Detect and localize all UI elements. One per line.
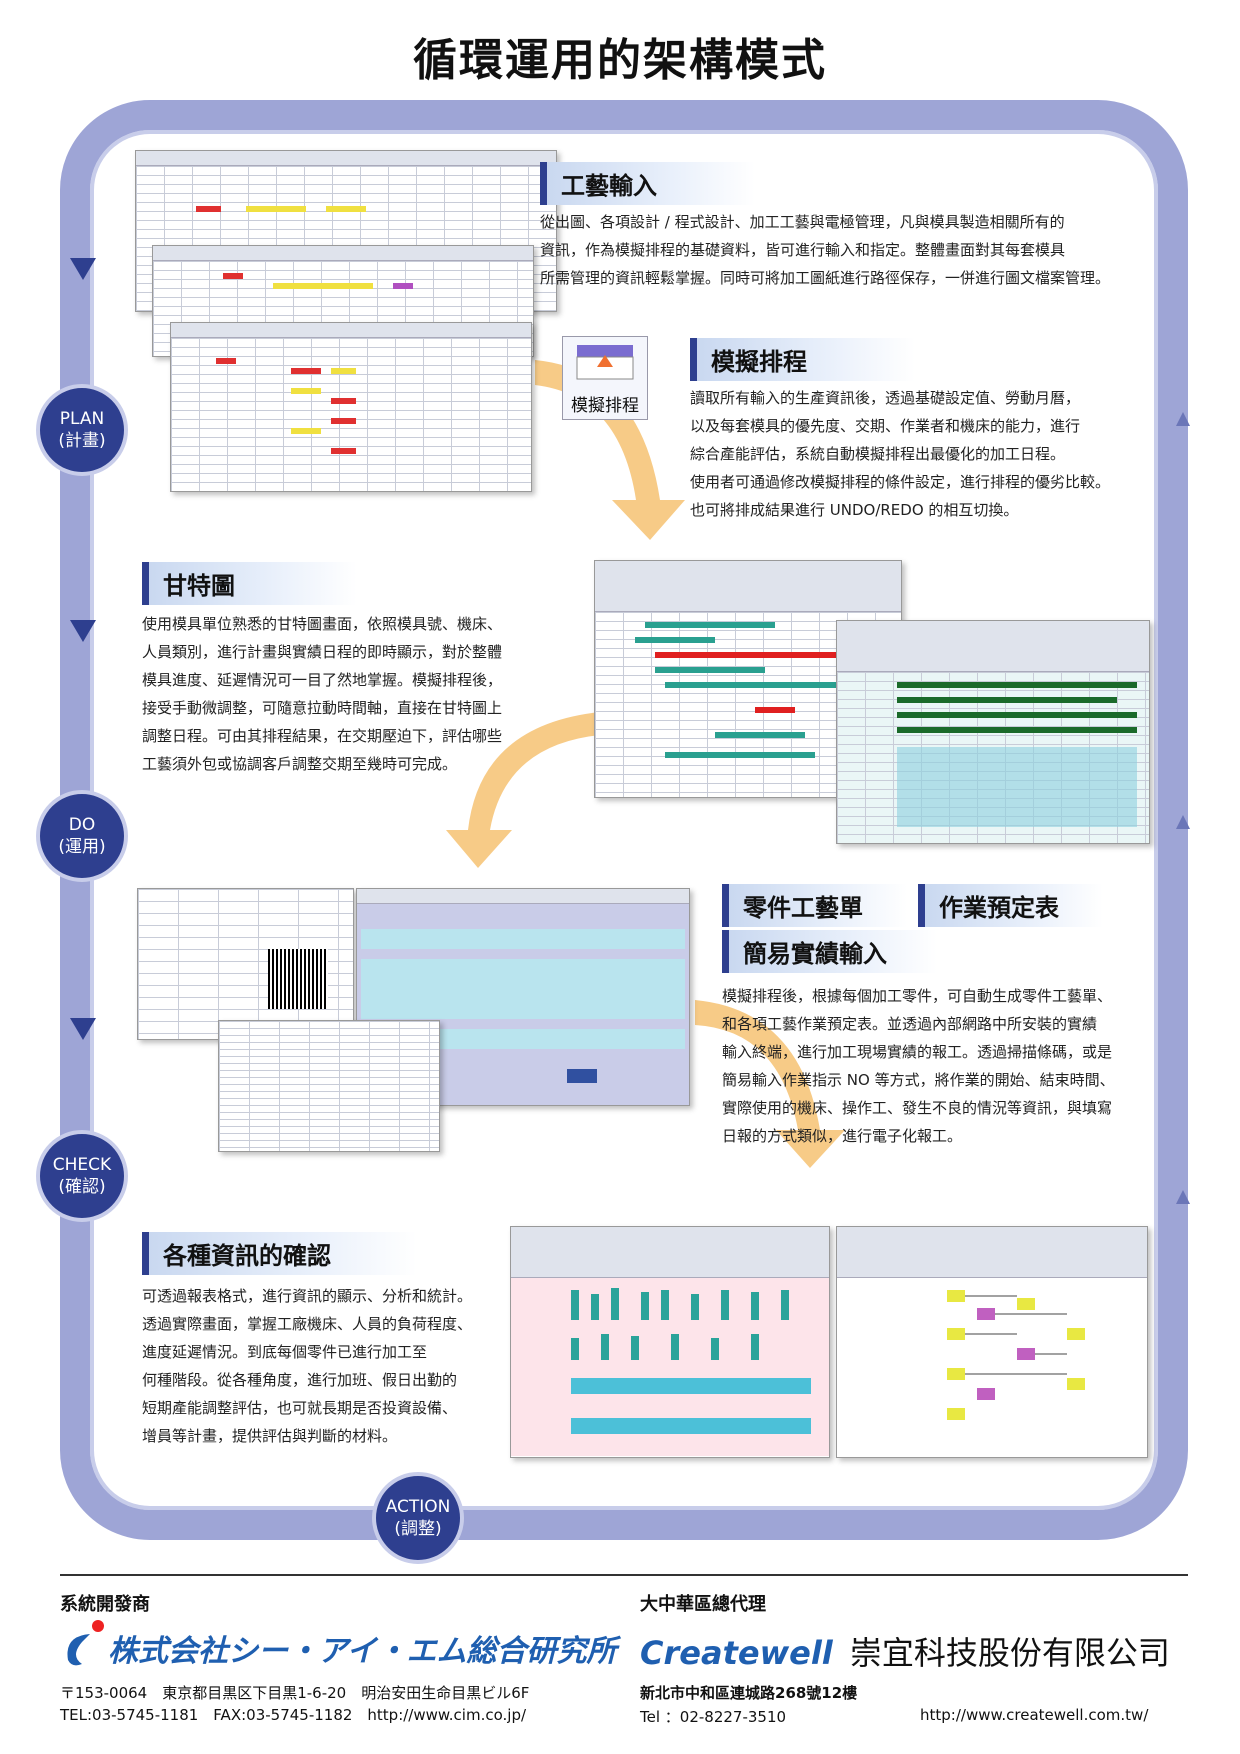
screenshot-work-schedule xyxy=(218,1020,440,1152)
text-line: 可透過報表格式，進行資訊的顯示、分析和統計。 xyxy=(142,1287,473,1305)
text-line: 資訊，作為模擬排程的基礎資料，皆可進行輸入和指定。整體畫面對其每套模具 xyxy=(540,241,1066,259)
phase-action-sub: (調整) xyxy=(394,1519,442,1539)
text-line: 調整日程。可由其排程結果，在交期壓迫下，評估哪些 xyxy=(142,727,503,745)
agent-url[interactable]: http://www.createwell.com.tw/ xyxy=(920,1706,1149,1724)
cycle-up-arrow xyxy=(1176,815,1190,829)
agent-tel: Tel ：02-8227-3510 xyxy=(640,1708,787,1726)
cycle-up-arrow xyxy=(1176,412,1190,426)
text-parts: 模擬排程後，根據每個加工零件，可自動生成零件工藝單、 和各項工藝作業預定表。並透… xyxy=(722,982,1115,1150)
text-line: 增員等計畫，提供評估與判斷的材料。 xyxy=(142,1427,398,1445)
text-line: 何種階段。從各種角度，進行加班、假日出勤的 xyxy=(142,1371,458,1389)
flow-arrow-gantt xyxy=(446,712,600,868)
text-line: 讀取所有輸入的生產資訊後，透過基礎設定值、勞動月曆， xyxy=(690,389,1081,407)
text-line: 以及每套模具的優先度、交期、作業者和機床的能力，進行 xyxy=(690,417,1081,435)
text-line: 工藝須外包或協調客戶調整交期至幾時可完成。 xyxy=(142,755,458,773)
text-line: 進度延遲情況。到底每個零件已進行加工至 xyxy=(142,1343,428,1361)
agent-address: 新北市中和區連城路268號12樓 xyxy=(640,1684,858,1702)
text-line: 使用者可通過修改模擬排程的條件設定，進行排程的優劣比較。 xyxy=(690,473,1111,491)
phase-do: DO (運用) xyxy=(36,790,128,882)
text-line: 輸入終端，進行加工現場實績的報工。透過掃描條碼，或是 xyxy=(722,1043,1113,1061)
text-line: 綜合產能評估，系統自動模擬排程出最優化的加工日程。 xyxy=(690,445,1066,463)
developer-logo-text: 株式会社シー・アイ・エム総合研究所 xyxy=(108,1634,617,1669)
text-line: 也可將排成結果進行 UNDO/REDO 的相互切換。 xyxy=(690,501,1019,519)
text-simulation: 讀取所有輸入的生產資訊後，透過基礎設定值、勞動月曆， 以及每套模具的優先度、交期… xyxy=(690,384,1110,524)
phase-do-label: DO xyxy=(68,815,96,835)
text-line: 所需管理的資訊輕鬆掌握。同時可將加工圖紙進行路徑保存，一併進行圖文檔案管理。 xyxy=(540,269,1111,287)
phase-plan-label: PLAN xyxy=(59,409,105,429)
text-line: 模擬排程後，根據每個加工零件，可自動生成零件工藝單、 xyxy=(722,987,1113,1005)
simulation-app-icon: 模擬排程 xyxy=(562,336,648,420)
developer-contact: TEL:03-5745-1181 FAX:03-5745-1182 http:/… xyxy=(60,1706,527,1724)
phase-plan: PLAN (計畫) xyxy=(36,384,128,476)
text-line: 透過實際畫面，掌握工廠機床、人員的負荷程度、 xyxy=(142,1315,473,1333)
phase-check-sub: (確認) xyxy=(58,1177,106,1197)
cycle-up-arrow xyxy=(1176,1190,1190,1204)
heading-parts-sheet: 零件工藝單 xyxy=(722,884,907,927)
screenshot-parts-sheet xyxy=(137,888,354,1040)
screenshot-gantt-2 xyxy=(836,620,1150,844)
flow-arrow-parts xyxy=(695,1000,845,1168)
phase-check: CHECK (確認) xyxy=(36,1130,128,1222)
text-line: 實際使用的機床、操作工、發生不良的情況等資訊，與填寫 xyxy=(722,1099,1113,1117)
developer-logo: 株式会社シー・アイ・エム総合研究所 xyxy=(60,1620,617,1670)
heading-simulation: 模擬排程 xyxy=(690,338,915,381)
screenshot-load-chart xyxy=(510,1226,830,1458)
phase-action-label: ACTION xyxy=(385,1497,451,1517)
text-line: 日報的方式類似，進行電子化報工。 xyxy=(722,1127,963,1145)
cycle-down-arrow xyxy=(70,620,96,642)
developer-address: 〒153-0064 東京都目黒区下目黒1-6-20 明治安田生命目黒ビル6F xyxy=(60,1684,530,1702)
process-flow xyxy=(947,1290,1085,1420)
text-line: 接受手動微調整，可隨意拉動時間軸，直接在甘特圖上 xyxy=(142,699,503,717)
cim-logo-icon xyxy=(67,1620,104,1666)
text-line: 模具進度、延遲情況可一目了然地掌握。模擬排程後， xyxy=(142,671,503,689)
phase-do-sub: (運用) xyxy=(58,837,106,857)
footer-rule xyxy=(60,1574,1188,1576)
heading-gantt: 甘特圖 xyxy=(142,562,357,605)
phase-action: ACTION (調整) xyxy=(372,1472,464,1564)
screenshot-process-flow xyxy=(836,1226,1148,1458)
simulation-icon-label: 模擬排程 xyxy=(571,396,639,416)
cycle-down-arrow xyxy=(70,258,96,280)
developer-label: 系統開發商 xyxy=(60,1594,150,1615)
cycle-down-arrow xyxy=(70,1018,96,1040)
text-line: 人員類別，進行計畫與實績日程的即時顯示，對於整體 xyxy=(142,643,503,661)
phase-check-label: CHECK xyxy=(52,1155,112,1175)
page-title: 循環運用的架構模式 xyxy=(413,35,827,86)
text-input: 從出圖、各項設計 / 程式設計、加工工藝與電極管理，凡與模具製造相關所有的 資訊… xyxy=(540,208,1110,292)
text-line: 和各項工藝作業預定表。並透過內部網路中所安裝的實績 xyxy=(722,1015,1098,1033)
agent-brand: Createwell xyxy=(640,1634,833,1672)
agent-logo: Createwell 崇宜科技股份有限公司 xyxy=(640,1628,1170,1674)
load-bars xyxy=(571,1288,811,1434)
screenshot-input-3 xyxy=(170,322,532,492)
heading-result-input: 簡易實績輸入 xyxy=(722,930,937,973)
phase-plan-sub: (計畫) xyxy=(58,431,106,451)
heading-input: 工藝輸入 xyxy=(540,162,755,205)
text-gantt: 使用模具單位熟悉的甘特圖畫面，依照模具號、機床、 人員類別，進行計畫與實績日程的… xyxy=(142,610,502,778)
text-line: 簡易輸入作業指示 NO 等方式，將作業的開始、結束時間、 xyxy=(722,1071,1115,1089)
calendar-icon xyxy=(576,345,634,380)
text-confirm: 可透過報表格式，進行資訊的顯示、分析和統計。 透過實際畫面，掌握工廠機床、人員的… xyxy=(142,1282,472,1450)
heading-work-schedule: 作業預定表 xyxy=(918,884,1103,927)
text-line: 從出圖、各項設計 / 程式設計、加工工藝與電極管理，凡與模具製造相關所有的 xyxy=(540,213,1065,231)
flow-arrow-plan xyxy=(535,360,685,540)
text-line: 使用模具單位熟悉的甘特圖畫面，依照模具號、機床、 xyxy=(142,615,503,633)
text-line: 短期產能調整評估，也可就長期是否投資設備、 xyxy=(142,1399,458,1417)
agent-name: 崇宜科技股份有限公司 xyxy=(849,1634,1170,1672)
agent-label: 大中華區總代理 xyxy=(640,1594,766,1615)
heading-confirm: 各種資訊的確認 xyxy=(142,1232,417,1275)
